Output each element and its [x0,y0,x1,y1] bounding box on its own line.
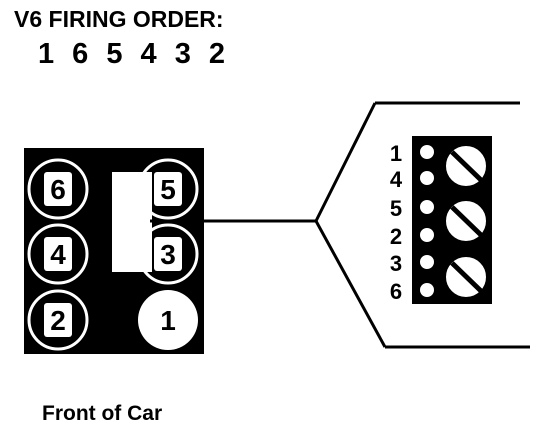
cylinder-ring [137,223,199,285]
cylinder-4: 4 [27,223,89,285]
coil-screw-icon [444,199,488,243]
cylinder-label-plate [154,237,182,271]
distributor-slot [112,172,152,272]
diagram-title: V6 FIRING ORDER: [14,6,224,32]
firing-order: 1 6 5 4 3 2 [38,38,231,70]
cylinder-6: 6 [27,158,89,220]
cylinder-ring [27,289,89,351]
coil-terminal-label-4: 4 [390,167,403,192]
cylinder-label: 1 [160,305,176,336]
coil-screw-icon [444,144,488,188]
cylinder-ring [27,158,89,220]
cylinder-label-plate [44,303,72,337]
cylinder-ring [138,290,198,350]
cylinder-label: 5 [160,174,176,205]
coil-pack: 14 5 23 6 [390,136,492,304]
coil-screw-icon [444,255,488,299]
coil-terminal-label-1: 1 [390,141,402,166]
coil-terminal-4 [418,169,436,187]
cylinder-2: 2 [27,289,89,351]
coil-terminal-label-6: 6 [390,279,402,304]
cylinder-label-plate [44,172,72,206]
coil-terminal-2 [418,226,436,244]
engine-block: 6 5 4 3 2 1 [24,148,204,354]
connector-lower-diagonal [314,220,387,348]
cylinder-label-plate [154,172,182,206]
connector-upper-diagonal [314,102,377,222]
front-of-car-label: Front of Car [42,402,163,425]
coil-terminal-6 [418,281,436,299]
coil-terminal-3 [418,253,436,271]
cylinder-ring [27,223,89,285]
cylinder-1: 1 [138,290,198,350]
connector-lines [150,101,530,349]
coil-terminal-label-5: 5 [390,196,402,221]
cylinder-ring [137,158,199,220]
cylinder-label: 2 [50,305,66,336]
cylinder-label: 3 [160,239,176,270]
cylinder-label: 6 [50,174,66,205]
cylinder-5: 5 [137,158,199,220]
coil-terminal-5 [418,198,436,216]
coil-terminal-label-2: 2 [390,224,402,249]
cylinder-label: 4 [50,239,66,270]
coil-terminal-1 [418,143,436,161]
cylinder-3: 3 [137,223,199,285]
cylinder-label-plate [44,237,72,271]
coil-terminal-label-3: 3 [390,251,402,276]
